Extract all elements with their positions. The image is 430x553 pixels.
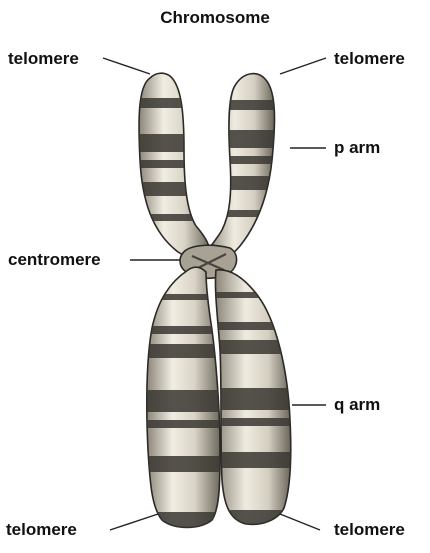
- leader-telomere-bottom-left: [110, 514, 158, 530]
- leader-telomere-top-left: [103, 58, 150, 74]
- diagram-title: Chromosome: [0, 8, 430, 28]
- label-q-arm: q arm: [334, 395, 380, 415]
- label-telomere-bottom-right: telomere: [334, 520, 405, 540]
- leader-telomere-top-right: [280, 58, 326, 74]
- label-telomere-top-left: telomere: [8, 49, 79, 69]
- label-telomere-bottom-left: telomere: [6, 520, 77, 540]
- leader-telomere-bottom-right: [280, 514, 320, 530]
- chromatid-lower-right: [210, 270, 300, 526]
- label-centromere: centromere: [8, 250, 101, 270]
- chromatid-upper-left: [130, 73, 210, 262]
- label-p-arm: p arm: [334, 138, 380, 158]
- label-telomere-top-right: telomere: [334, 49, 405, 69]
- chromatid-upper-right: [207, 74, 290, 263]
